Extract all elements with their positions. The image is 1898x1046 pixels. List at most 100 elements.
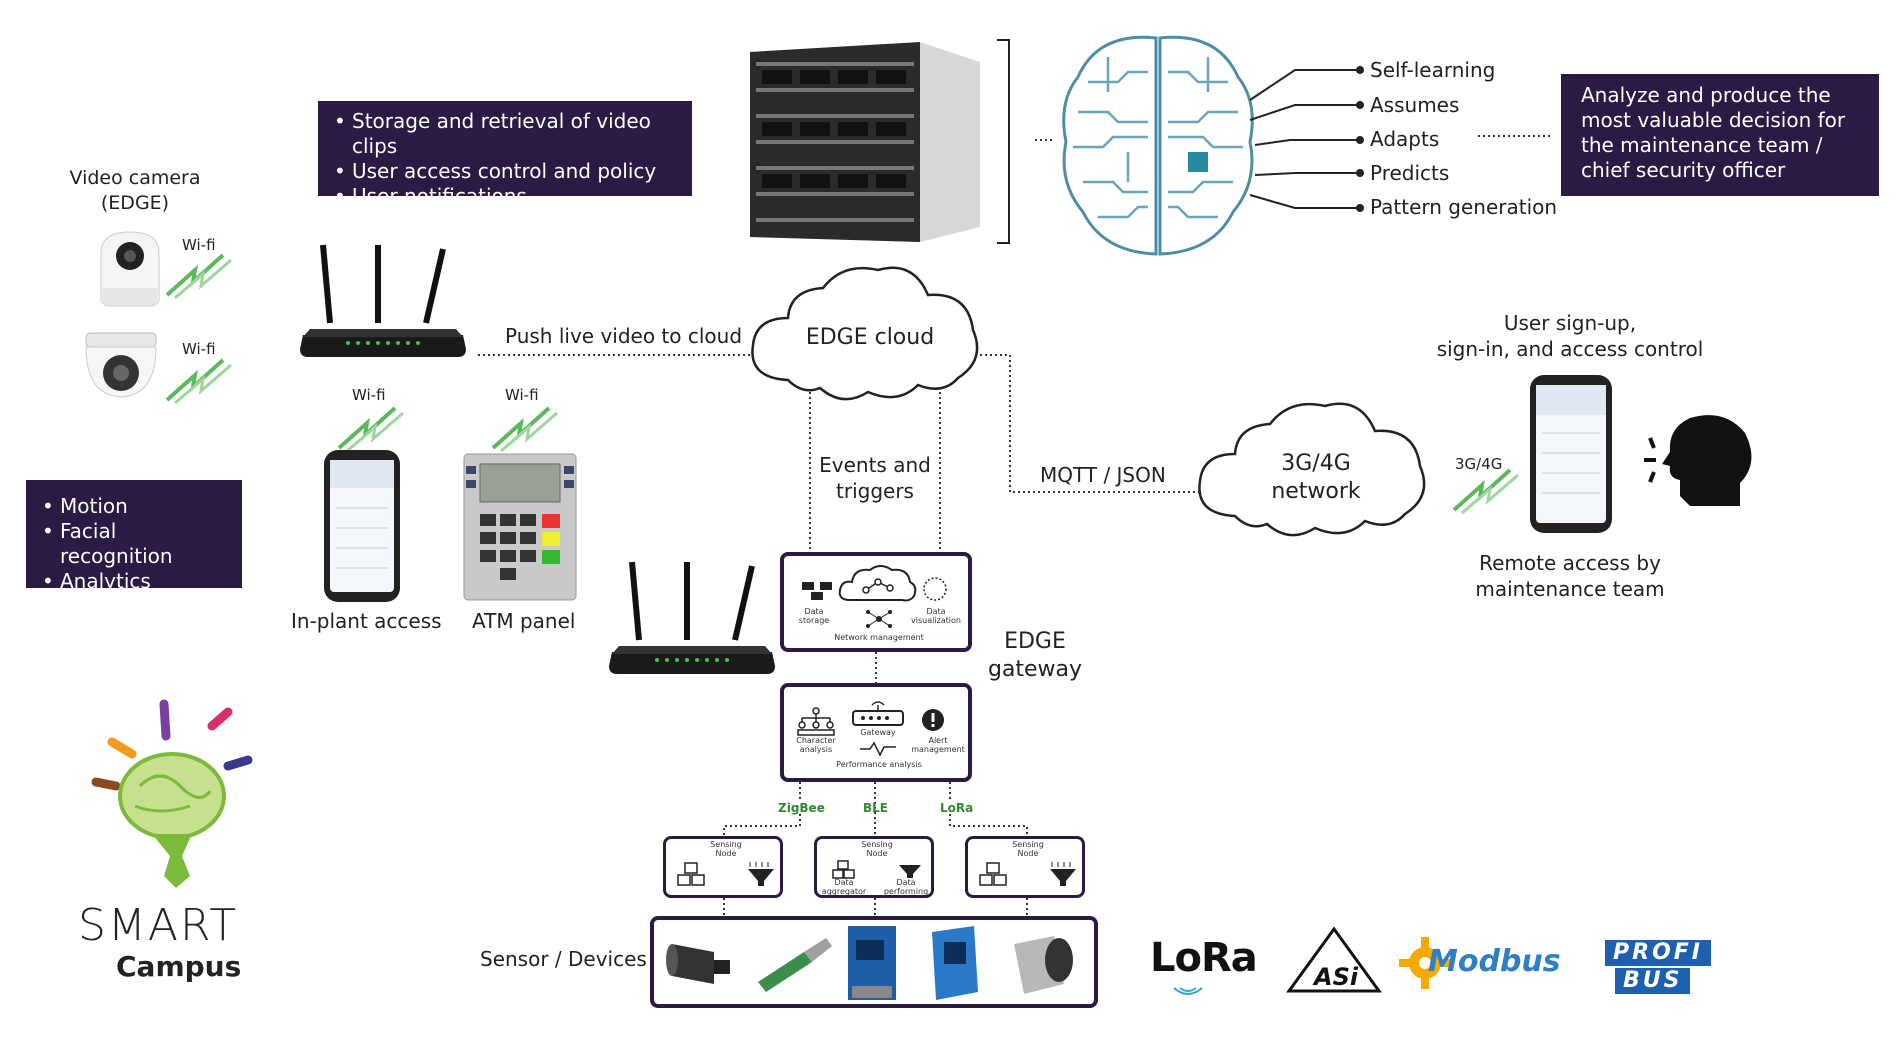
analytics-box: Motion Facial recognition Analytics xyxy=(26,480,242,594)
remote-line1: Remote access by xyxy=(1479,551,1661,575)
cubes-icon xyxy=(832,860,855,879)
analytics-item: Analytics xyxy=(42,569,228,594)
decision-box: Analyze and produce the most valuable de… xyxy=(1561,74,1879,196)
edge-gateway-line1: EDGE xyxy=(1004,629,1066,654)
inplant-access-label: In-plant access xyxy=(291,609,442,633)
campus-logo-text: Campus xyxy=(116,950,242,983)
user-signup-line2: sign-in, and access control xyxy=(1436,337,1704,361)
cloud-network-icon xyxy=(838,565,917,602)
wifi-signal-icon xyxy=(491,406,558,453)
cloud-feature-item: User notifications xyxy=(334,184,678,209)
user-signup-label: User sign-up, sign-in, and access contro… xyxy=(1420,310,1720,362)
data-visualization-label: Data visualization xyxy=(911,607,961,625)
wifi-signal-icon xyxy=(165,358,232,405)
speaking-person-icon xyxy=(1644,415,1752,506)
performance-analysis-icon xyxy=(860,741,896,757)
lora-logo: LoRa xyxy=(1150,935,1258,981)
filter-icon xyxy=(899,865,921,878)
gateway-device-icon xyxy=(852,701,904,726)
remote-access-label: Remote access by maintenance team xyxy=(1430,550,1710,602)
edge-gateway-label: EDGE gateway xyxy=(975,628,1095,684)
asi-logo: ASi xyxy=(1314,963,1359,991)
decision-text: Analyze and produce the most valuable de… xyxy=(1581,83,1846,182)
character-analysis-icon xyxy=(797,707,835,736)
wifi-signal-icon xyxy=(165,253,232,300)
data-storage-icon xyxy=(802,582,832,600)
character-analysis-label: Character analysis xyxy=(796,736,836,754)
ai-feature-self-learning: Self-learning xyxy=(1370,58,1496,82)
events-line1: Events and xyxy=(819,453,931,477)
gateway-router-icon xyxy=(609,561,775,674)
wifi-signal-icon xyxy=(337,406,404,453)
sensing-node-1: Sensing Node xyxy=(663,836,783,898)
ai-feature-pattern-generation: Pattern generation xyxy=(1370,195,1558,219)
edge-cloud-label: EDGE cloud xyxy=(805,325,935,350)
camera-title-line1: Video camera xyxy=(69,167,201,189)
events-triggers-label: Events and triggers xyxy=(800,452,950,504)
network-management-label: Network management xyxy=(834,633,924,642)
inplant-phone-icon[interactable] xyxy=(322,448,402,604)
network-line2: network xyxy=(1271,479,1361,504)
server-rack-icon xyxy=(750,42,980,242)
network-management-icon xyxy=(866,610,892,628)
edge-gateway-line2: gateway xyxy=(987,657,1083,682)
smart-campus-bulb-icon xyxy=(91,699,253,888)
blue-sensor-2-icon xyxy=(932,926,978,1000)
profibus-line2: BUS xyxy=(1615,968,1691,994)
atm-panel-label: ATM panel xyxy=(472,609,576,633)
profibus-logo: PROFI BUS xyxy=(1605,940,1711,994)
asi-triangle-icon xyxy=(1286,926,1382,993)
inplant-wifi-label: Wi-fi xyxy=(352,386,386,404)
bracket xyxy=(997,39,1010,244)
green-sensor-icon xyxy=(758,938,832,992)
camera-wifi-label-2: Wi-fi xyxy=(182,340,216,358)
proximity-sensor-icon xyxy=(666,944,730,984)
ai-brain-icon xyxy=(1062,35,1254,256)
push-video-label: Push live video to cloud xyxy=(505,324,743,348)
gateway-cloud-box: Data storage Data visualization Network … xyxy=(780,552,972,652)
dome-camera-icon xyxy=(85,332,157,398)
data-aggregator-label: Data aggregator xyxy=(821,878,867,896)
network-cloud-label: 3G/4G network xyxy=(1236,450,1396,506)
sensing-node-2: Sensing Node Data aggregator Data perfor… xyxy=(814,836,934,898)
user-signup-line1: User sign-up, xyxy=(1503,311,1637,335)
profibus-line1: PROFI xyxy=(1605,940,1711,966)
cube-camera-icon xyxy=(100,231,160,307)
ai-feature-predicts: Predicts xyxy=(1370,161,1450,185)
modbus-gear-icon xyxy=(1399,937,1451,989)
sensing-node-title: Sensing Node xyxy=(710,840,742,858)
events-line2: triggers xyxy=(836,479,914,503)
analytics-item: Motion xyxy=(42,494,228,519)
cubes-icon xyxy=(677,862,705,886)
edge-cloud-shape xyxy=(751,266,979,401)
camera-title-line2: (EDGE) xyxy=(100,191,170,214)
sensing-node-title: Sensing Node xyxy=(861,840,893,858)
network-cloud-shape xyxy=(1198,402,1426,537)
gateway-label: Gateway xyxy=(860,728,896,737)
smart-logo-text: SMART xyxy=(78,900,239,951)
sensors-devices-label: Sensor / Devices xyxy=(480,947,647,971)
protocol-ble: BLE xyxy=(863,801,888,815)
smartphone-icon[interactable] xyxy=(1528,373,1614,535)
feature-connectors xyxy=(1249,66,1364,212)
cloud-feature-item: User access control and policy xyxy=(334,159,678,184)
lora-signal-icon xyxy=(1173,987,1203,995)
data-performing-label: Data performing xyxy=(883,878,929,896)
sensing-node-title: Sensing Node xyxy=(1012,840,1044,858)
data-visualization-icon xyxy=(923,577,947,601)
data-storage-label: Data storage xyxy=(798,607,830,625)
cellular-signal-icon xyxy=(1452,468,1519,515)
protocol-zigbee: ZigBee xyxy=(778,801,825,815)
filter-icon xyxy=(1050,862,1076,886)
sensing-node-3: Sensing Node xyxy=(965,836,1085,898)
blue-sensor-icon xyxy=(848,926,896,1000)
network-line1: 3G/4G xyxy=(1281,451,1351,476)
ai-feature-assumes: Assumes xyxy=(1370,93,1460,117)
cloud-feature-item: Storage and retrieval of video clips xyxy=(334,109,678,159)
cylinder-sensor-icon xyxy=(1014,936,1073,994)
atm-wifi-label: Wi-fi xyxy=(505,386,539,404)
phone-link-label: 3G/4G xyxy=(1455,455,1503,473)
atm-panel-icon[interactable] xyxy=(462,452,578,602)
analytics-item: Facial recognition xyxy=(42,519,228,569)
